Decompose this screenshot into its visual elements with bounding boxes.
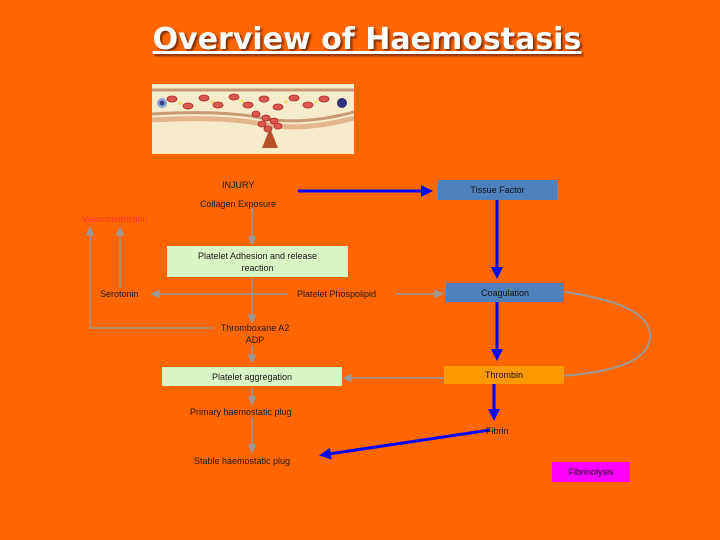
tissue-factor-label: Tissue Factor	[470, 184, 524, 196]
thromboxane-line-1: Thromboxane A2	[212, 322, 298, 334]
injury-label: INJURY	[222, 179, 254, 191]
platelet-adhesion-box: Platelet Adhesion and release reaction	[167, 246, 348, 277]
blue-connectors	[298, 191, 497, 455]
coagulation-label: Coagulation	[481, 287, 529, 299]
collagen-exposure-label: Collagen Exposure	[200, 198, 276, 210]
gray-connectors	[90, 208, 650, 452]
thrombin-label: Thrombin	[485, 369, 523, 381]
coagulation-box: Coagulation	[446, 283, 564, 302]
thrombin-box: Thrombin	[444, 366, 564, 384]
platelet-adhesion-label: Platelet Adhesion and release reaction	[167, 250, 348, 274]
vasoconstriction-label: Vasoconstriction	[82, 213, 147, 225]
serotonin-label: Serotonin	[100, 288, 139, 300]
platelet-aggregation-box: Platelet aggregation	[162, 367, 342, 386]
stable-plug-label: Stable haemostatic plug	[194, 455, 290, 467]
platelet-phospholipid-label: Platelet Phospolipid	[297, 288, 376, 300]
thromboxane-line-2: ADP	[212, 334, 298, 346]
fibrinolysis-label: Fibrinolysis	[568, 466, 613, 478]
tissue-factor-box: Tissue Factor	[438, 180, 557, 200]
platelet-aggregation-label: Platelet aggregation	[212, 371, 292, 383]
fibrin-label: Fibrin	[486, 425, 509, 437]
primary-plug-label: Primary haemostatic plug	[190, 406, 292, 418]
fibrinolysis-box: Fibrinolysis	[552, 462, 630, 482]
thromboxane-label: Thromboxane A2 ADP	[212, 322, 298, 346]
